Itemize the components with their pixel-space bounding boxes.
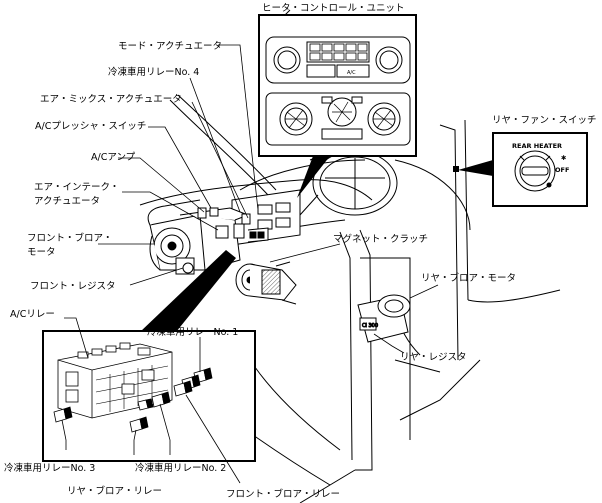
label-heater-control-unit: ヒータ・コントロール・ユニット (262, 3, 405, 14)
label-rear-blower-motor: リヤ・ブロア・モータ (421, 272, 516, 284)
label-freezer-relay-4: 冷凍車用リレーNo. 4 (108, 66, 199, 78)
heater-control-unit-inset: A/C (258, 14, 417, 157)
label-magnet-clutch: マグネット・クラッチ (333, 233, 428, 245)
climate-control-panel: A/C (265, 36, 411, 84)
freezer-relay-3-part (53, 406, 73, 423)
label-front-blower-motor-2: モータ (27, 247, 56, 258)
relay-box-inset (42, 250, 256, 462)
front-blower-relay-part (173, 380, 193, 397)
rear-blower-motor: Cl 300 (357, 294, 411, 343)
heater-unit-pointer (297, 156, 330, 198)
label-rear-resistor: リヤ・レジスタ (400, 352, 467, 363)
label-mode-actuator: モード・アクチュエータ (118, 41, 222, 52)
leader-lines (61, 44, 439, 484)
rear-fan-switch-inset: REAR HEATER OFF ✱ (453, 132, 588, 207)
label-front-blower-relay: フロント・ブロア・リレー (226, 488, 340, 500)
callout-labels: ヒータ・コントロール・ユニット モード・アクチュエータ 冷凍車用リレーNo. 4… (4, 3, 597, 500)
svg-text:✱: ✱ (561, 154, 566, 162)
label-freezer-relay-3: 冷凍車用リレーNo. 3 (4, 462, 95, 474)
freezer-relay-2-part (151, 391, 171, 408)
label-air-mix-actuator: エア・ミックス・アクチュエータ (40, 94, 182, 105)
rear-switch-pointer (458, 160, 493, 176)
label-front-blower-motor-1: フロント・ブロア・ (27, 232, 113, 244)
label-front-resistor: フロント・レジスタ (30, 281, 116, 292)
rear-switch-off-label: OFF (555, 166, 569, 174)
rear-blower-relay-part (129, 416, 149, 433)
manual-heater-panel (265, 92, 411, 146)
hvac-unit (147, 199, 269, 275)
ac-button-label: A/C (347, 70, 356, 76)
label-freezer-relay-2: 冷凍車用リレーNo. 2 (135, 462, 226, 474)
relay-modules (53, 367, 213, 433)
label-rear-blower-relay: リヤ・ブロア・リレー (67, 485, 162, 497)
label-freezer-relay-1: 冷凍車用リレーNo. 1 (147, 326, 238, 338)
label-air-intake-actuator-1: エア・インテーク・ (34, 182, 119, 193)
svg-text:Cl 300: Cl 300 (362, 323, 378, 329)
label-rear-fan-switch: リヤ・ファン・スイッチ (492, 115, 597, 126)
relay-box-pointer (140, 250, 236, 332)
ac-compressor (235, 261, 297, 305)
label-ac-amp: A/Cアンプ (91, 152, 136, 163)
label-ac-pressure-switch: A/Cプレッシャ・スイッチ (35, 121, 146, 132)
label-ac-relay: A/Cリレー (10, 309, 55, 320)
relay-small-part (137, 398, 154, 411)
label-air-intake-actuator-2: アクチュエータ (34, 196, 100, 207)
rear-heater-title: REAR HEATER (512, 142, 562, 150)
